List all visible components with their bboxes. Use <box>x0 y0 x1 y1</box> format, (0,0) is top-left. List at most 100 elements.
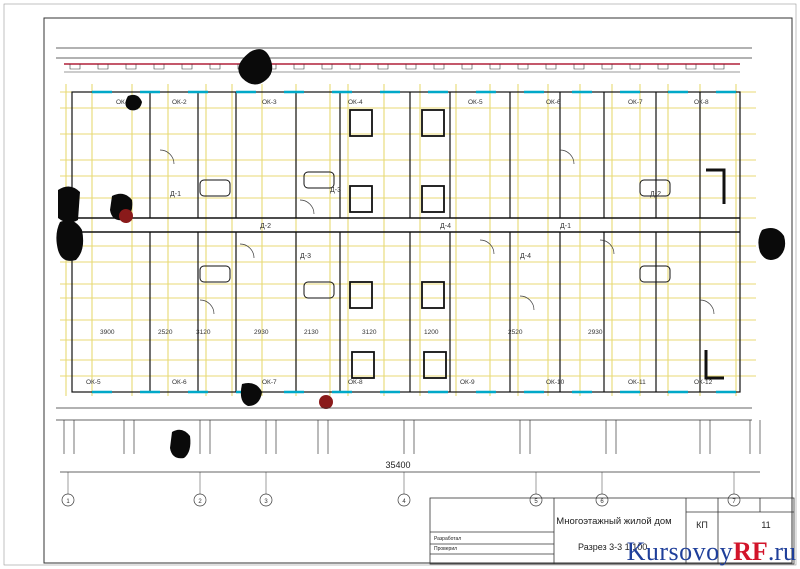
heavy-wall-mark <box>704 350 724 380</box>
bathtub <box>639 265 671 283</box>
window-label: ОК-4 <box>348 99 363 106</box>
room-label: Д-2 <box>260 223 271 230</box>
axis-label: 1 <box>66 499 70 505</box>
axis-label: 4 <box>402 499 406 505</box>
window-label: ОК-10 <box>546 379 565 386</box>
column-box <box>349 185 373 213</box>
revision-blob <box>758 228 786 260</box>
foundation-column <box>749 420 761 454</box>
watermark-part-3: .ru <box>767 537 796 566</box>
dimension-label: 2520 <box>158 329 173 336</box>
column-box <box>349 109 373 137</box>
window-label: ОК-8 <box>694 99 709 106</box>
window-label: ОК-6 <box>172 379 187 386</box>
door-swing <box>599 239 615 255</box>
axis-label: 5 <box>534 499 538 505</box>
room-label: Д-1 <box>170 191 181 198</box>
door-swing <box>699 299 715 315</box>
axis-label: 7 <box>732 499 736 505</box>
watermark-part-1: Kursovoy <box>626 537 734 566</box>
note-marker <box>319 395 333 409</box>
roof-tick <box>433 64 445 70</box>
roof-tick <box>181 64 193 70</box>
roof-tick <box>517 64 529 70</box>
title-block <box>429 497 795 565</box>
dimension-label: 2520 <box>508 329 523 336</box>
dimension-label: 2930 <box>254 329 269 336</box>
window-label: ОК-2 <box>172 99 187 106</box>
roof-tick <box>489 64 501 70</box>
roof-tick <box>377 64 389 70</box>
revision-blob <box>58 186 80 223</box>
roof-tick <box>405 64 417 70</box>
dimension-label: 2930 <box>588 329 603 336</box>
note-markers <box>119 209 333 409</box>
foundation-column <box>123 420 135 454</box>
bathtub <box>199 265 231 283</box>
door-swing <box>159 149 175 165</box>
roof-tick <box>321 64 333 70</box>
developer-label: Разработал <box>434 536 461 542</box>
axis-label: 3 <box>264 499 268 505</box>
bathtub <box>199 179 231 197</box>
bathtub <box>303 281 335 299</box>
door-swing <box>479 239 495 255</box>
roof-hatching <box>69 64 725 70</box>
sheet-number: 11 <box>761 520 770 530</box>
foundation-column <box>403 420 415 454</box>
door-swing <box>559 149 575 165</box>
roof-tick <box>601 64 613 70</box>
roof-tick <box>629 64 641 70</box>
dimension-label: 2130 <box>304 329 319 336</box>
column-box <box>423 351 447 379</box>
walls <box>71 90 741 394</box>
roof-tick <box>545 64 557 70</box>
roof-tick <box>209 64 221 70</box>
column-box <box>349 281 373 309</box>
window-label: ОК-6 <box>546 99 561 106</box>
dimension-label: 3120 <box>196 329 211 336</box>
revision-marks <box>56 49 786 459</box>
roof-tick <box>69 64 81 70</box>
window-label: ОК-5 <box>468 99 483 106</box>
revision-blob <box>238 49 273 85</box>
bathtub <box>639 179 671 197</box>
drawing-title: Многоэтажный жилой дом <box>556 516 671 527</box>
room-label: Д-4 <box>440 223 451 230</box>
column-box <box>421 185 445 213</box>
revision-blob <box>56 220 84 261</box>
door-swing <box>239 243 255 259</box>
room-label: Д-3 <box>300 253 311 260</box>
axis-label: 2 <box>198 499 202 505</box>
overall-dimension: 35400 <box>385 460 410 470</box>
window-label: ОК-9 <box>460 379 475 386</box>
roof-tick <box>349 64 361 70</box>
door-swing <box>199 299 215 315</box>
dimension-label: 3900 <box>100 329 115 336</box>
foundation-column <box>519 420 531 454</box>
revision-blob <box>170 429 191 459</box>
foundation-column <box>199 420 211 454</box>
note-marker <box>119 209 133 223</box>
room-label: Д-3 <box>330 187 341 194</box>
roof-tick <box>125 64 137 70</box>
heavy-wall-mark <box>706 168 726 204</box>
drawing-subtitle: Разрез 3-3 1:100 <box>578 542 647 552</box>
foundation-column <box>265 420 277 454</box>
room-label: Д-4 <box>520 253 531 260</box>
roof-tick <box>713 64 725 70</box>
outer-frame <box>3 3 797 566</box>
foundation-column <box>317 420 329 454</box>
roof-tick <box>461 64 473 70</box>
roof-tick <box>293 64 305 70</box>
sheet-code: КП <box>696 520 708 530</box>
revision-blob <box>125 94 142 111</box>
window-label: ОК-5 <box>86 379 101 386</box>
roof-tick <box>97 64 109 70</box>
window-label: ОК-1 <box>116 99 131 106</box>
window-label: ОК-11 <box>628 379 646 386</box>
foundation-column <box>605 420 617 454</box>
